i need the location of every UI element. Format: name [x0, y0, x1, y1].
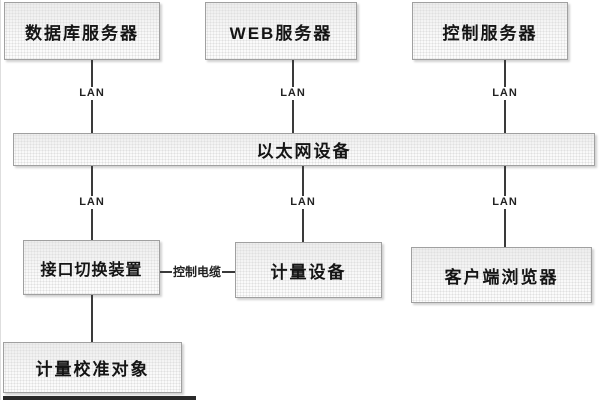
node-web-server-label: WEB服务器 [229, 23, 333, 43]
lan-label-2: LAN [278, 87, 308, 100]
lan-label-6: LAN [490, 196, 520, 209]
node-web-server: WEB服务器 [205, 2, 357, 60]
left-edge-line [0, 0, 1, 400]
control-cable-label: 控制电缆 [171, 265, 223, 279]
node-ethernet-device-label: 以太网设备 [256, 142, 352, 161]
node-database-server-label: 数据库服务器 [25, 23, 139, 43]
bottom-cropped-bar [3, 396, 196, 400]
node-control-server: 控制服务器 [412, 2, 568, 60]
node-client-browser: 客户端浏览器 [411, 247, 592, 303]
node-control-server-label: 控制服务器 [442, 23, 538, 43]
node-calibration-object: 计量校准对象 [3, 342, 182, 393]
node-calibration-object-label: 计量校准对象 [35, 360, 150, 379]
node-database-server: 数据库服务器 [4, 2, 160, 60]
node-ethernet-device: 以太网设备 [13, 133, 595, 166]
lan-label-1: LAN [77, 87, 107, 100]
node-interface-switch-label: 接口切换装置 [40, 261, 143, 279]
node-metering-device: 计量设备 [235, 242, 382, 298]
node-metering-device-label: 计量设备 [270, 262, 347, 282]
lan-label-5: LAN [288, 196, 318, 209]
edge-switch-to-calibration [91, 295, 93, 342]
node-client-browser-label: 客户端浏览器 [444, 267, 559, 287]
lan-label-3: LAN [490, 87, 520, 100]
node-interface-switch: 接口切换装置 [23, 240, 160, 295]
lan-label-4: LAN [77, 196, 107, 209]
